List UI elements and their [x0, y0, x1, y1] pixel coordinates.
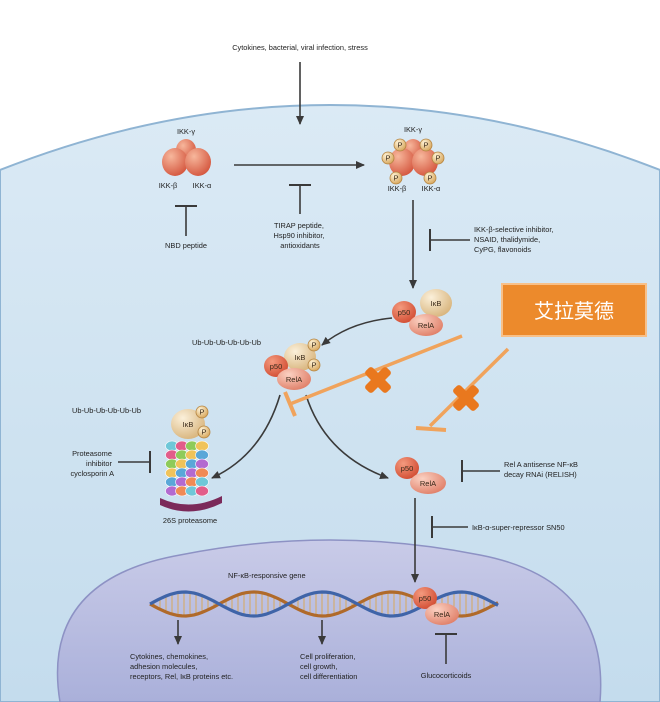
phospho-badge-prot-1: P: [195, 405, 209, 419]
ikk-alpha-label-active: IKK-α: [422, 184, 441, 193]
svg-text:p50: p50: [419, 594, 432, 603]
drug-callout-label: 艾拉莫德: [534, 299, 614, 323]
sn50-label: IκB-α-super-repressor SN50: [472, 523, 565, 532]
cell-cytoplasm: [0, 104, 660, 702]
ub-chain-label-1: Ub-Ub-Ub-Ub-Ub-Ub: [192, 338, 261, 347]
drug-inhibit-line-1: [289, 334, 463, 406]
svg-text:RelA: RelA: [434, 610, 450, 619]
svg-text:P: P: [385, 154, 390, 163]
proteasome-inhibitor-label: Proteasome inhibitor cyclosporin A: [70, 449, 114, 478]
svg-text:p50: p50: [398, 308, 411, 317]
phospho-badge-ub-2: P: [307, 358, 321, 372]
ubiquitination-arrow: [321, 317, 393, 346]
ikk-alpha-label: IKK-α: [193, 181, 212, 190]
nbd-label: NBD peptide: [165, 241, 207, 250]
block-cross-icon-2: [453, 385, 479, 411]
phospho-badge-6: P: [423, 171, 437, 185]
ikb-on-proteasome: IκB: [171, 409, 205, 439]
svg-text:P: P: [311, 341, 316, 350]
svg-text:P: P: [393, 174, 398, 183]
output-label-1: Cytokines, chemokines, adhesion molecule…: [130, 652, 233, 681]
phospho-badge-2: P: [419, 138, 433, 152]
ikk-beta-label: IKK-β: [159, 181, 178, 190]
svg-text:RelA: RelA: [420, 479, 436, 488]
svg-text:p50: p50: [270, 362, 283, 371]
drug-inhibit-bar-1: [283, 391, 297, 417]
svg-text:P: P: [397, 141, 402, 150]
svg-text:P: P: [311, 361, 316, 370]
drug-inhibit-bar-2: [415, 426, 447, 432]
svg-text:P: P: [423, 141, 428, 150]
phospho-badge-3: P: [381, 151, 395, 165]
nfkb-ikb-complex: IκB p50 RelA: [392, 289, 452, 336]
cell-nucleus: [56, 539, 602, 702]
svg-text:P: P: [427, 174, 432, 183]
ikk-complex-inactive: IKK-γ IKK-β IKK-α: [159, 127, 212, 190]
ikk-gamma-label: IKK-γ: [177, 127, 195, 136]
svg-text:IκB: IκB: [183, 420, 194, 429]
svg-text:P: P: [435, 154, 440, 163]
ubiquitinated-complex: IκB p50 RelA: [264, 343, 316, 390]
stimulus-label: Cytokines, bacterial, viral infection, s…: [232, 43, 368, 52]
rela-antisense-label: Rel A antisense NF-κB decay RNAi (RELISH…: [504, 460, 580, 479]
phospho-badge-4: P: [431, 151, 445, 165]
tirap-label: TIRAP peptide, Hsp90 inhibitor, antioxid…: [273, 221, 326, 250]
svg-text:P: P: [199, 408, 204, 417]
svg-text:IκB: IκB: [431, 299, 442, 308]
svg-text:RelA: RelA: [286, 375, 302, 384]
to-free-nfkb-arrow: [305, 394, 389, 480]
phospho-badge-5: P: [389, 171, 403, 185]
proteasome-label: 26S proteasome: [163, 516, 217, 525]
drug-inhibit-line-2: [428, 347, 510, 428]
ikkb-inhibitor-label: IKK-β-selective inhibitor, NSAID, thalid…: [474, 225, 555, 254]
block-cross-icon-1: [365, 367, 391, 393]
glucocorticoids-label: Glucocorticoids: [421, 671, 472, 680]
drug-callout-box: [501, 283, 647, 337]
ub-chain-label-2: Ub-Ub-Ub-Ub-Ub-Ub: [72, 406, 141, 415]
phospho-badge-1: P: [393, 138, 407, 152]
gene-label: NF-κB-responsive gene: [228, 571, 306, 580]
svg-text:p50: p50: [401, 464, 414, 473]
to-proteasome-arrow: [211, 394, 281, 479]
phospho-badge-ub-1: P: [307, 338, 321, 352]
nuclear-nfkb: p50 RelA: [413, 587, 459, 625]
svg-text:IκB: IκB: [295, 353, 306, 362]
svg-text:RelA: RelA: [418, 321, 434, 330]
ikk-gamma-label-active: IKK-γ: [404, 125, 422, 134]
phospho-badge-prot-2: P: [197, 425, 211, 439]
svg-text:P: P: [201, 428, 206, 437]
output-label-2: Cell proliferation, cell growth, cell di…: [300, 652, 358, 681]
proteasome-barrel: [160, 440, 222, 512]
ikk-beta-label-active: IKK-β: [388, 184, 407, 193]
free-nfkb: p50 RelA: [395, 457, 446, 494]
